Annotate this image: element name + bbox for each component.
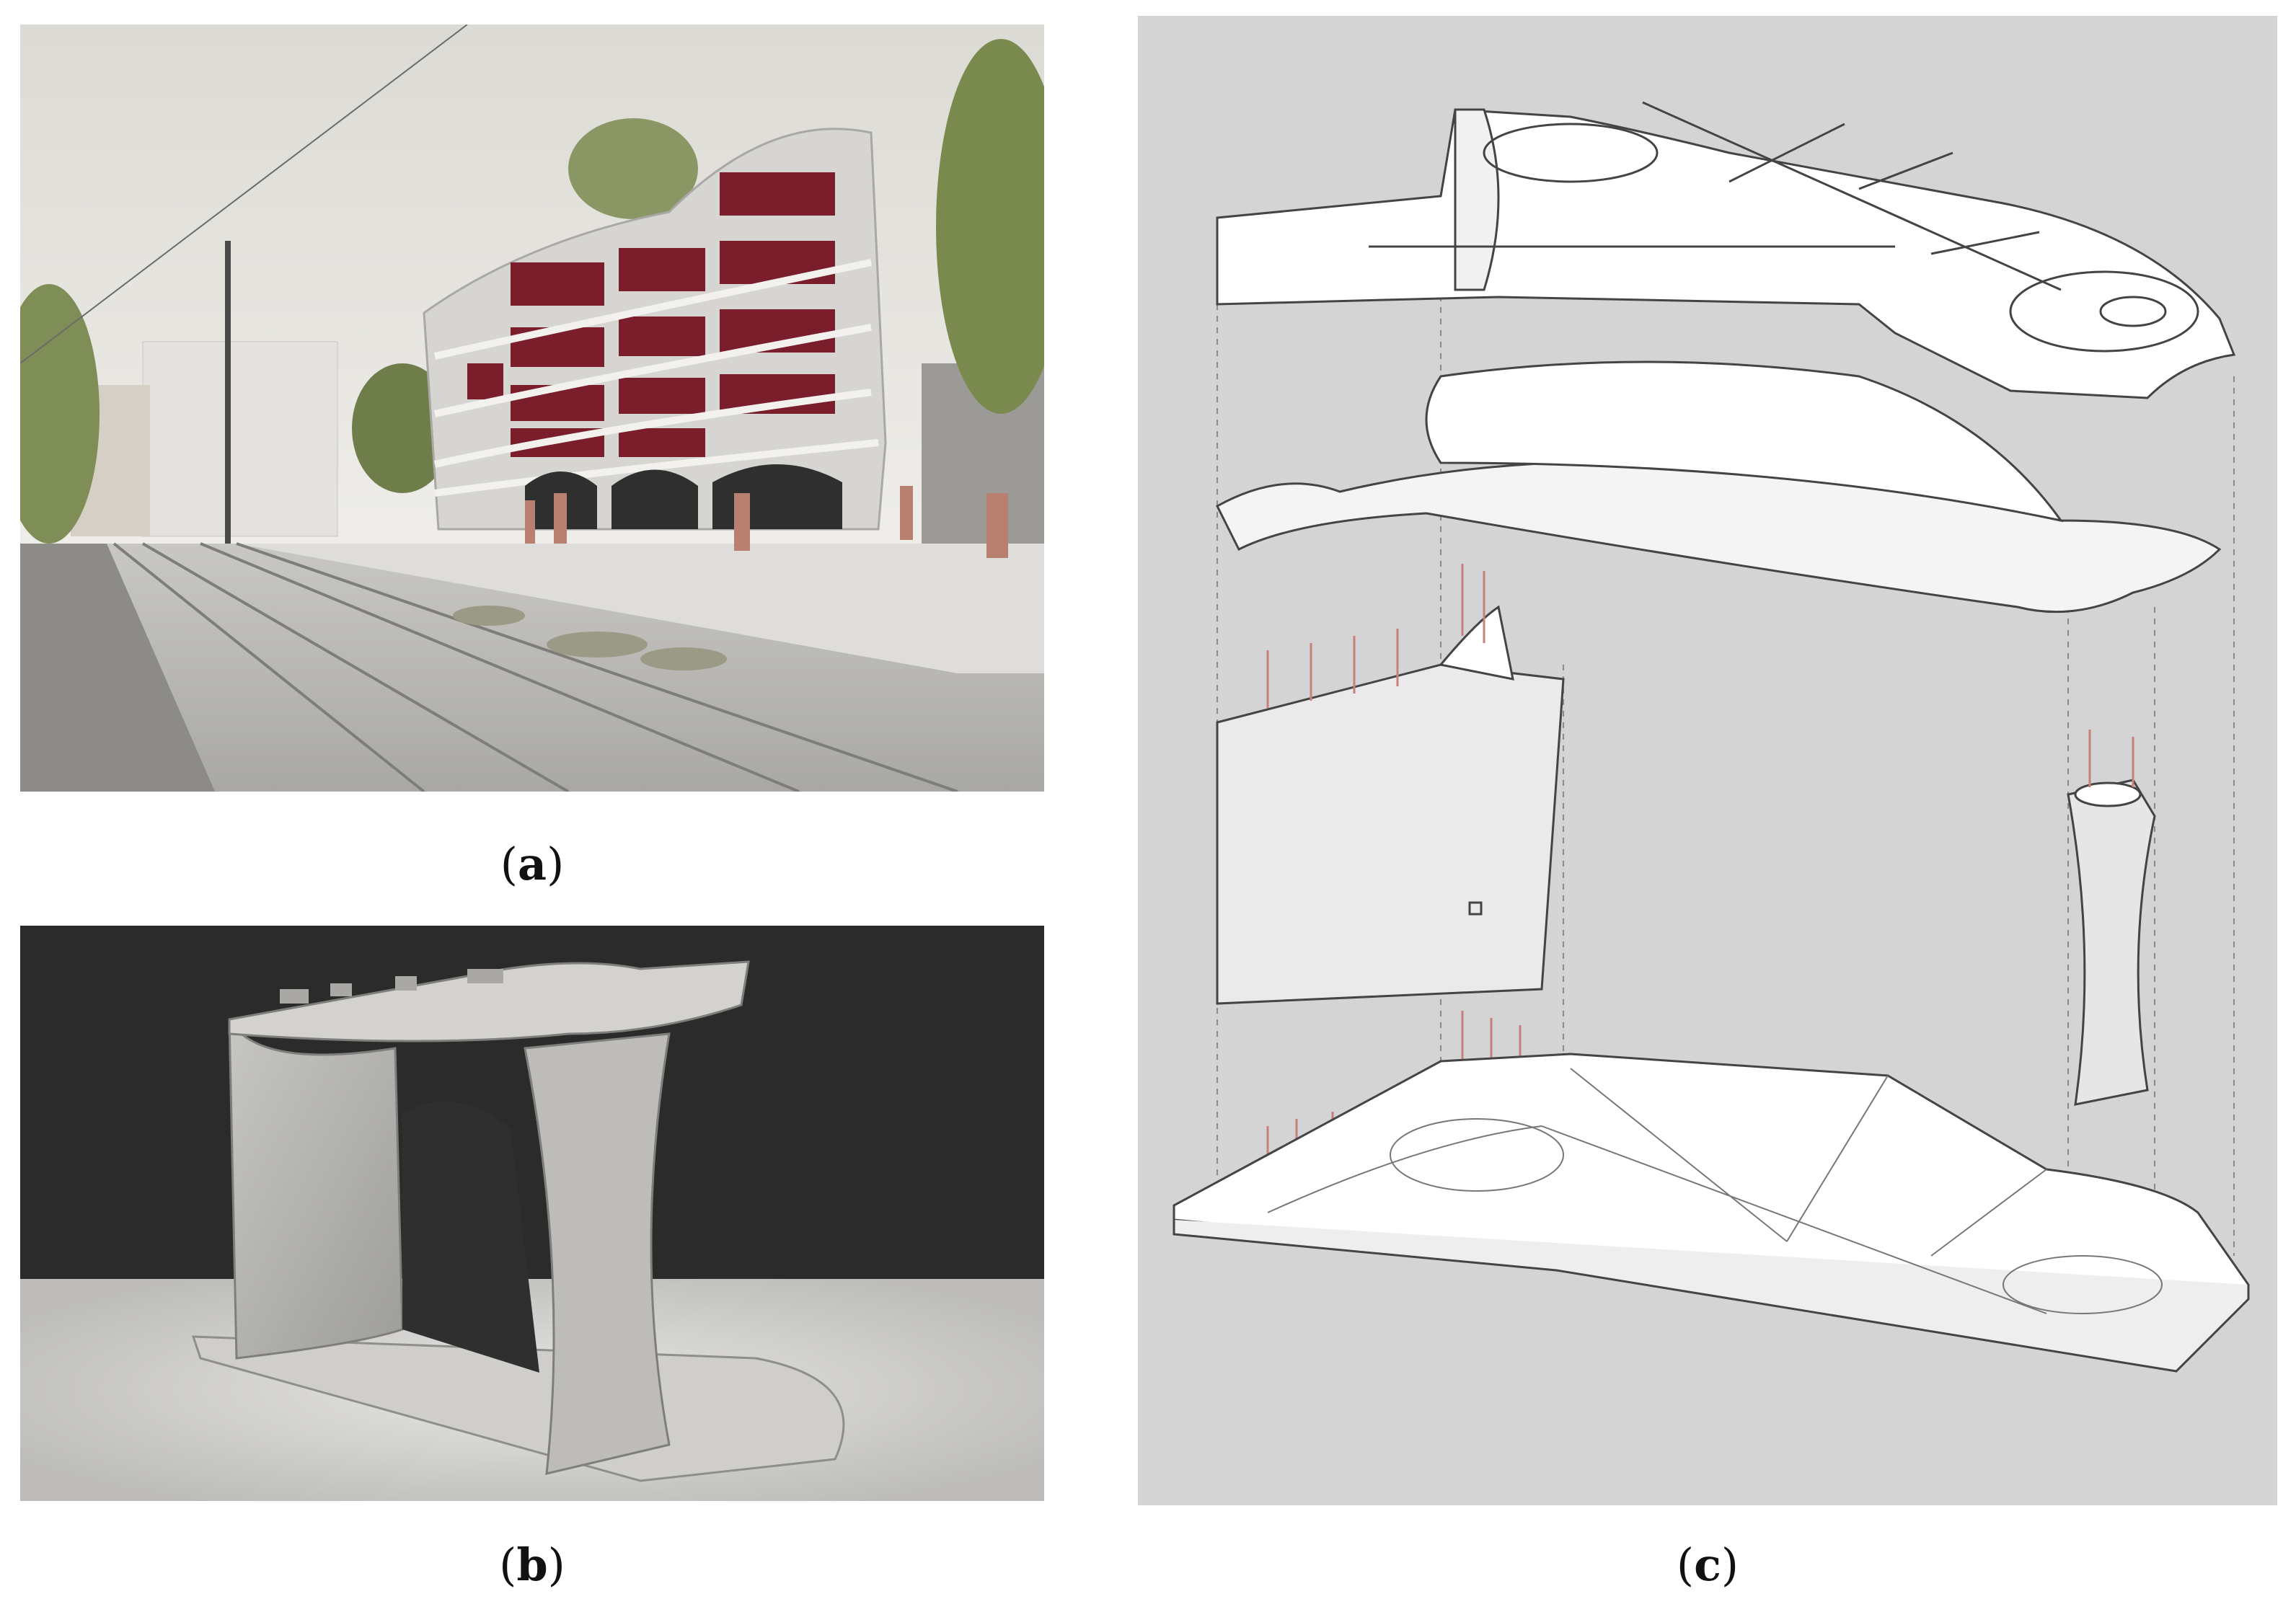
base-plate bbox=[191, 1335, 845, 1482]
platform bbox=[237, 544, 1044, 673]
panel-a-street-rendering bbox=[20, 25, 1044, 792]
background-building bbox=[142, 341, 338, 537]
panel-b-model-render bbox=[20, 926, 1044, 1501]
floor-slabs bbox=[433, 259, 879, 497]
shelter-model-render bbox=[20, 926, 1044, 1501]
caption-b: (b) bbox=[499, 1538, 565, 1591]
tree bbox=[352, 363, 453, 493]
tapered-column bbox=[524, 1032, 671, 1475]
pedestrians bbox=[525, 486, 1008, 558]
base-slab bbox=[1173, 1053, 2250, 1373]
roof-ribs bbox=[280, 969, 503, 1004]
tram-tracks bbox=[112, 542, 958, 792]
arch-opening bbox=[402, 1102, 539, 1373]
caption-c: (c) bbox=[1676, 1538, 1739, 1591]
roof-shell bbox=[1216, 360, 2222, 614]
street-plants bbox=[453, 606, 727, 670]
catenary-pole bbox=[225, 241, 231, 558]
tree bbox=[568, 118, 698, 219]
overhead-wire bbox=[20, 25, 468, 364]
wall-column bbox=[228, 1019, 404, 1360]
caption-a: (a) bbox=[500, 838, 565, 890]
wall-element bbox=[1216, 605, 1565, 1005]
panel-c-exploded-axonometric bbox=[1138, 16, 2277, 1505]
road-asphalt bbox=[20, 544, 215, 792]
base-slab-grooves bbox=[1267, 1068, 2163, 1314]
tree bbox=[936, 39, 1044, 414]
roof-shell bbox=[228, 960, 750, 1042]
roof-rib-formwork bbox=[1216, 101, 2236, 399]
exploded-diagram bbox=[1138, 16, 2277, 1505]
column-element bbox=[2067, 779, 2156, 1106]
street-rendering-image bbox=[20, 25, 1044, 792]
